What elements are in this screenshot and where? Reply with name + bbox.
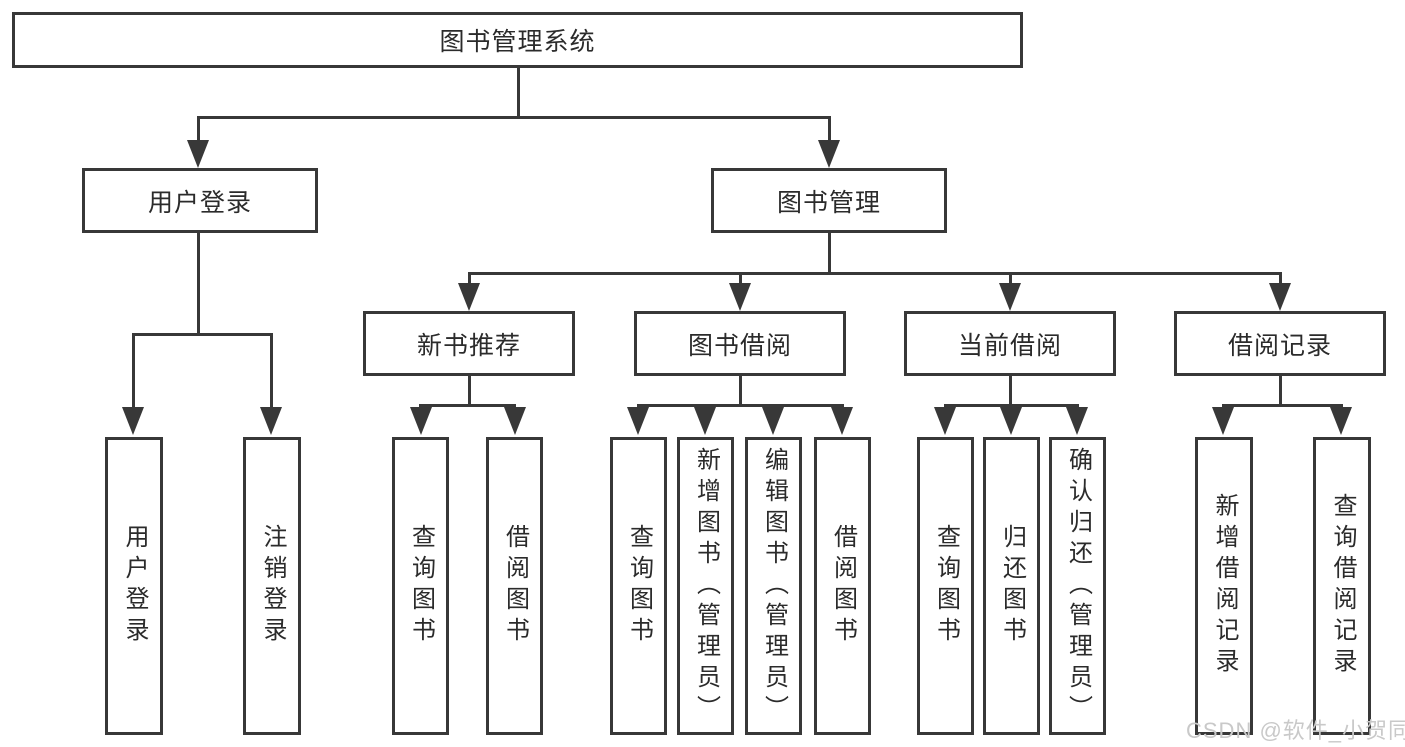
connector-book-borrow-drop bbox=[739, 376, 742, 405]
arrowhead-ul-logout bbox=[260, 407, 282, 435]
connector-level3-horizontal bbox=[468, 272, 1282, 275]
leaf-cb-query-label: 查询图书 bbox=[932, 524, 960, 648]
leaf-br-query: 查询借阅记录 bbox=[1313, 437, 1371, 735]
node-root-label: 图书管理系统 bbox=[439, 28, 596, 56]
arrowhead-br-query bbox=[1330, 407, 1352, 435]
connector-root-drop bbox=[517, 68, 520, 118]
connector-new-book-drop bbox=[468, 376, 471, 405]
connector-stub-current-borrow bbox=[1009, 274, 1012, 286]
arrowhead-cb-confirm bbox=[1066, 407, 1088, 435]
node-current-borrow-label: 当前借阅 bbox=[957, 331, 1062, 360]
connector-stub-user-login bbox=[197, 118, 200, 144]
connector-current-borrow-horizontal bbox=[944, 404, 1079, 407]
node-new-book-rec: 新书推荐 bbox=[363, 311, 575, 376]
leaf-bb-borrow: 借阅图书 bbox=[814, 437, 871, 735]
connector-borrow-records-drop bbox=[1279, 376, 1282, 405]
node-book-borrow-label: 图书借阅 bbox=[687, 331, 792, 360]
node-user-login: 用户登录 bbox=[82, 168, 318, 233]
connector-user-login-horizontal bbox=[132, 333, 273, 336]
connector-user-login-child2-drop bbox=[270, 335, 273, 409]
leaf-br-query-label: 查询借阅记录 bbox=[1329, 493, 1356, 679]
leaf-bb-borrow-label: 借阅图书 bbox=[829, 524, 857, 648]
connector-stub-book-mgmt bbox=[828, 118, 831, 144]
arrowhead-book-mgmt bbox=[818, 140, 840, 168]
leaf-cb-return: 归还图书 bbox=[983, 437, 1040, 735]
arrowhead-ul-user-login bbox=[122, 407, 144, 435]
node-root: 图书管理系统 bbox=[12, 12, 1023, 68]
leaf-nb-query-label: 查询图书 bbox=[407, 524, 435, 648]
arrowhead-bb-query bbox=[627, 407, 649, 435]
node-new-book-rec-label: 新书推荐 bbox=[416, 331, 521, 360]
node-book-mgmt: 图书管理 bbox=[711, 168, 947, 233]
arrowhead-bb-borrow bbox=[831, 407, 853, 435]
arrowhead-current-borrow bbox=[999, 283, 1021, 311]
connector-user-login-child1-drop bbox=[132, 335, 135, 409]
arrowhead-bb-add bbox=[694, 407, 716, 435]
leaf-user-login-label: 用户登录 bbox=[121, 524, 148, 648]
leaf-cb-confirm: 确认归还（管理员） bbox=[1049, 437, 1106, 735]
connector-stub-borrow-records bbox=[1279, 274, 1282, 286]
arrowhead-new-book bbox=[458, 283, 480, 311]
leaf-br-add: 新增借阅记录 bbox=[1195, 437, 1253, 735]
connector-stub-book-borrow bbox=[739, 274, 742, 286]
leaf-br-add-label: 新增借阅记录 bbox=[1211, 493, 1238, 679]
arrowhead-nb-borrow bbox=[504, 407, 526, 435]
connector-current-borrow-drop bbox=[1009, 376, 1012, 405]
node-current-borrow: 当前借阅 bbox=[904, 311, 1116, 376]
node-book-borrow: 图书借阅 bbox=[634, 311, 846, 376]
connector-new-book-horizontal bbox=[419, 404, 516, 407]
connector-user-login-drop bbox=[197, 233, 200, 334]
arrowhead-cb-query bbox=[934, 407, 956, 435]
arrowhead-user-login bbox=[187, 140, 209, 168]
leaf-nb-query: 查询图书 bbox=[392, 437, 449, 735]
leaf-user-login: 用户登录 bbox=[105, 437, 163, 735]
leaf-nb-borrow: 借阅图书 bbox=[486, 437, 543, 735]
arrowhead-bb-edit bbox=[762, 407, 784, 435]
arrowhead-cb-return bbox=[1000, 407, 1022, 435]
leaf-cb-return-label: 归还图书 bbox=[998, 524, 1026, 648]
leaf-bb-add-label: 新增图书（管理员） bbox=[692, 446, 720, 726]
leaf-bb-edit-label: 编辑图书（管理员） bbox=[760, 446, 788, 726]
node-borrow-records-label: 借阅记录 bbox=[1227, 331, 1332, 360]
node-user-login-label: 用户登录 bbox=[147, 188, 252, 217]
node-borrow-records: 借阅记录 bbox=[1174, 311, 1386, 376]
arrowhead-nb-query bbox=[410, 407, 432, 435]
arrowhead-br-add bbox=[1212, 407, 1234, 435]
leaf-logout: 注销登录 bbox=[243, 437, 301, 735]
leaf-cb-confirm-label: 确认归还（管理员） bbox=[1064, 446, 1092, 726]
connector-stub-new-book bbox=[468, 274, 471, 286]
connector-borrow-records-horizontal bbox=[1222, 404, 1343, 407]
arrowhead-book-borrow bbox=[729, 283, 751, 311]
node-book-mgmt-label: 图书管理 bbox=[776, 188, 881, 217]
leaf-bb-query: 查询图书 bbox=[610, 437, 667, 735]
arrowhead-borrow-records bbox=[1269, 283, 1291, 311]
leaf-cb-query: 查询图书 bbox=[917, 437, 974, 735]
leaf-bb-edit: 编辑图书（管理员） bbox=[745, 437, 802, 735]
csdn-watermark: CSDN @软件_小贺同学 bbox=[1186, 718, 1405, 743]
leaf-logout-label: 注销登录 bbox=[259, 524, 286, 648]
leaf-bb-query-label: 查询图书 bbox=[625, 524, 653, 648]
leaf-nb-borrow-label: 借阅图书 bbox=[501, 524, 529, 648]
connector-book-borrow-horizontal bbox=[637, 404, 844, 407]
connector-book-mgmt-drop bbox=[828, 233, 831, 274]
leaf-bb-add: 新增图书（管理员） bbox=[677, 437, 734, 735]
connector-level2-horizontal bbox=[197, 116, 831, 119]
